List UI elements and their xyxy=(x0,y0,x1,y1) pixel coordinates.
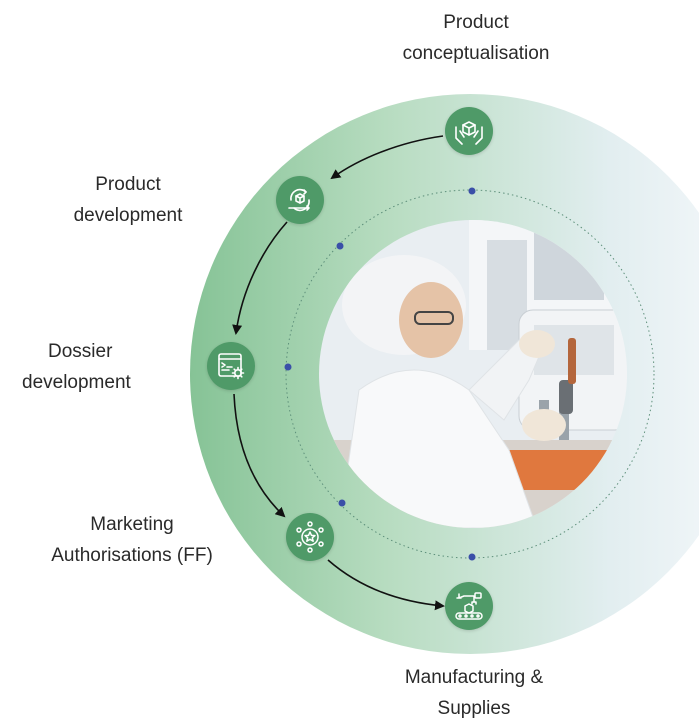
label-line: Supplies xyxy=(437,698,511,719)
stage-label-product-development: Product development xyxy=(48,169,208,231)
orbit-dot xyxy=(468,187,476,195)
label-line: Manufacturing & xyxy=(404,667,544,688)
label-line: Product xyxy=(95,174,161,195)
network-icon xyxy=(296,521,324,553)
orbit-dot xyxy=(284,363,292,371)
flow-arrow xyxy=(232,221,288,335)
orbit-dot xyxy=(336,242,344,250)
stage-node-product-conceptualisation[interactable] xyxy=(445,107,493,155)
label-line: development xyxy=(73,205,183,226)
stage-label-product-conceptualisation: Product conceptualisation xyxy=(378,7,574,69)
lab-scientist-photo xyxy=(319,220,627,528)
label-line: development xyxy=(22,372,131,393)
label-line: conceptualisation xyxy=(402,43,550,64)
stage-label-dossier-development: Dossier development xyxy=(22,336,172,398)
stage-label-marketing-authorisations: Marketing Authorisations (FF) xyxy=(22,509,242,571)
orbit-dot xyxy=(468,553,476,561)
stage-node-dossier-development[interactable] xyxy=(207,342,255,390)
flow-arrow xyxy=(233,393,286,518)
label-line: Dossier xyxy=(48,341,113,362)
stage-node-manufacturing-supplies[interactable] xyxy=(445,582,493,630)
document-gear-icon xyxy=(218,353,245,380)
hands-box-icon xyxy=(455,121,483,145)
orbit-dot xyxy=(338,499,346,507)
stage-label-manufacturing-supplies: Manufacturing & Supplies xyxy=(374,662,574,724)
cycle-box-icon xyxy=(288,188,310,212)
flow-arrow xyxy=(327,559,445,611)
conveyor-robot-icon xyxy=(455,592,483,620)
label-line: Marketing xyxy=(90,514,174,535)
stage-node-product-development[interactable] xyxy=(276,176,324,224)
stage-node-marketing-authorisations[interactable] xyxy=(286,513,334,561)
flow-arrow xyxy=(330,135,444,180)
label-line: Authorisations (FF) xyxy=(51,545,213,566)
label-line: Product xyxy=(443,12,509,33)
